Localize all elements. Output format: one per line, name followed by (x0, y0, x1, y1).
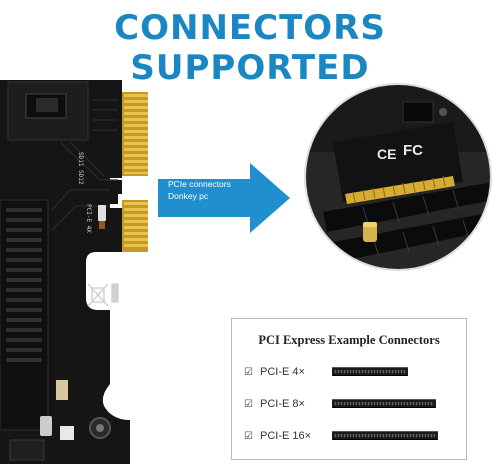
gold-fingers-upper (122, 92, 148, 176)
slot-row-x16: ☑ PCI-E 16× (244, 427, 311, 445)
callout-line-2: Donkey pc (168, 191, 209, 201)
checkbox-icon: ☑ (244, 366, 253, 378)
slot-graphic-x4 (332, 367, 408, 376)
slot-row-x8: ☑ PCI-E 8× (244, 395, 305, 413)
slot-graphic-x8 (332, 399, 436, 408)
headline: CONNECTORS SUPPORTED (114, 8, 386, 88)
card-marking-side: PCI-E 4X (85, 204, 92, 233)
pcie-card-drawing (0, 80, 148, 464)
slot-row-x4: ☑ PCI-E 4× (244, 363, 305, 381)
slot-label-x4: PCI-E 4× (260, 366, 305, 378)
callout-text: PCIe connectors Donkey pc (168, 178, 278, 202)
slot-closeup-photo: CE FC (303, 82, 493, 272)
callout-arrow (158, 163, 290, 233)
checkbox-icon: ☑ (244, 430, 253, 442)
gold-fingers-lower (122, 200, 148, 252)
callout-line-1: PCIe connectors (168, 179, 231, 189)
slot-label-x16: PCI-E 16× (260, 430, 312, 442)
example-title: PCI Express Example Connectors (258, 333, 440, 347)
example-connectors-panel: PCI Express Example Connectors ☑ PCI-E 4… (231, 318, 467, 460)
ce-mark: CE (377, 146, 397, 162)
slot-label-x8: PCI-E 8× (260, 398, 305, 410)
pcie-card-image: SD11 SD12 PCI-E 4X (0, 80, 150, 464)
slot-graphic-x16 (332, 431, 438, 440)
weee-icon (87, 283, 119, 307)
checkbox-icon: ☑ (244, 398, 253, 410)
card-marking-top: SD11 SD12 (77, 152, 84, 185)
fcc-mark: FC (403, 142, 423, 159)
